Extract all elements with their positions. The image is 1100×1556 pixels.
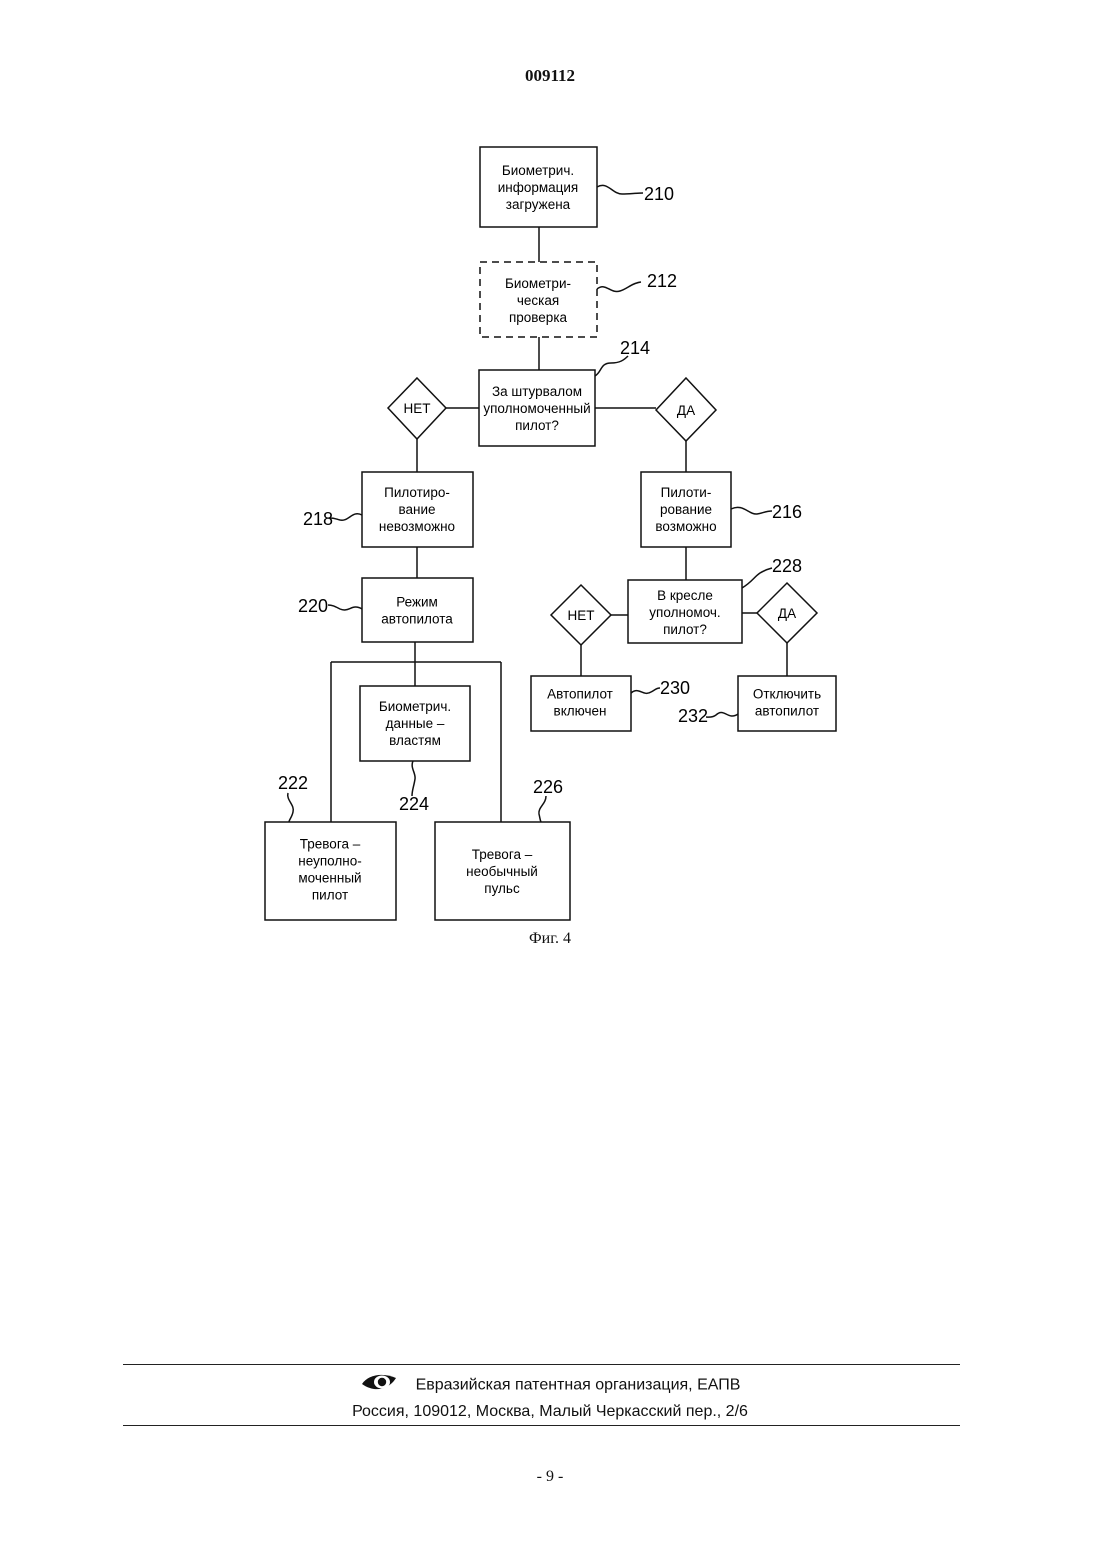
- decision-yes-2-label: ДА: [778, 606, 796, 621]
- leader-228: [742, 568, 772, 588]
- leader-216: [731, 507, 772, 514]
- footer-rule-top: [123, 1364, 960, 1365]
- box-222-text: Тревога – неуполно-моченный пилот: [298, 837, 361, 903]
- box-text-line: Биометрич.: [379, 699, 451, 714]
- box-text-line: Отключить: [753, 687, 821, 702]
- box-text-line: данные –: [386, 716, 445, 731]
- box-text-line: властям: [389, 733, 441, 748]
- eapo-eye-logo-icon: [360, 1372, 398, 1399]
- leader-230: [631, 688, 660, 693]
- box-text-line: Тревога –: [300, 837, 361, 852]
- box-228-text: В кресле уполномоч. пилот?: [649, 588, 720, 637]
- leader-224: [412, 761, 415, 796]
- box-232-text: Отключить автопилот: [753, 687, 821, 719]
- box-230-text: Автопилот включен: [547, 687, 613, 719]
- box-text-line: Пилоти-: [661, 485, 712, 500]
- flowchart-diagram: НЕТ ДА НЕТ ДА 210 212 214 216 218 220 22…: [0, 0, 1100, 960]
- box-214-text: За штурвалом уполномоченный пилот?: [483, 384, 590, 433]
- ref-216: 216: [772, 502, 802, 522]
- ref-218: 218: [303, 509, 333, 529]
- box-text-line: возможно: [655, 519, 716, 534]
- box-text-line: пилот?: [515, 418, 559, 433]
- ref-228: 228: [772, 556, 802, 576]
- decision-yes-1-label: ДА: [677, 403, 695, 418]
- box-text-line: Автопилот: [547, 687, 613, 702]
- leader-232: [706, 712, 738, 717]
- box-210-text: Биометрич. информация загружена: [498, 163, 579, 212]
- ref-224: 224: [399, 794, 429, 814]
- box-text-line: Пилотиро-: [384, 485, 450, 500]
- leader-222: [288, 793, 294, 822]
- box-text-line: моченный: [298, 871, 361, 886]
- leader-226: [539, 796, 546, 822]
- figure-caption: Фиг. 4: [0, 930, 1100, 948]
- box-text-line: пульс: [484, 881, 520, 896]
- box-text-line: Режим: [396, 595, 438, 610]
- ref-226: 226: [533, 777, 563, 797]
- organization-name: Евразийская патентная организация, ЕАПВ: [416, 1377, 741, 1394]
- organization-address: Россия, 109012, Москва, Малый Черкасский…: [0, 1403, 1100, 1421]
- ref-214: 214: [620, 338, 650, 358]
- box-text-line: ческая: [517, 293, 559, 308]
- leader-218: [330, 514, 362, 520]
- box-text-line: информация: [498, 180, 579, 195]
- box-224-text: Биометрич. данные – властям: [379, 699, 451, 748]
- footer-organization: Евразийская патентная организация, ЕАПВ: [0, 1372, 1100, 1399]
- leader-212: [597, 282, 641, 291]
- box-226-text: Тревога – необычный пульс: [466, 847, 538, 896]
- box-218-text: Пилотиро-вание невозможно: [379, 485, 455, 534]
- box-text-line: уполномоченный: [483, 401, 590, 416]
- box-text-line: рование: [660, 502, 712, 517]
- box-text-line: За штурвалом: [492, 384, 582, 399]
- ref-220: 220: [298, 596, 328, 616]
- box-text-line: уполномоч.: [649, 605, 720, 620]
- decision-no-1-label: НЕТ: [404, 401, 431, 416]
- box-220-text: Режим автопилота: [381, 595, 453, 627]
- box-text-line: вание: [398, 502, 435, 517]
- box-text-line: автопилота: [381, 612, 453, 627]
- box-text-line: включен: [554, 704, 607, 719]
- box-text-line: Биометрич.: [502, 163, 574, 178]
- box-text-line: пилот?: [663, 622, 707, 637]
- leader-220: [328, 605, 362, 610]
- box-text-line: проверка: [509, 310, 568, 325]
- ref-210: 210: [644, 184, 674, 204]
- box-text-line: Биометри-: [505, 276, 571, 291]
- box-text-line: неуполно-: [298, 854, 361, 869]
- box-text-line: автопилот: [755, 704, 819, 719]
- leader-214: [595, 356, 628, 376]
- ref-212: 212: [647, 271, 677, 291]
- ref-230: 230: [660, 678, 690, 698]
- box-text-line: В кресле: [657, 588, 713, 603]
- decision-no-2-label: НЕТ: [568, 608, 595, 623]
- footer-rule-bottom: [123, 1425, 960, 1426]
- box-216-text: Пилоти-рование возможно: [655, 485, 716, 534]
- box-text-line: Тревога –: [472, 847, 533, 862]
- box-text-line: необычный: [466, 864, 538, 879]
- leader-210: [597, 185, 643, 194]
- ref-232: 232: [678, 706, 708, 726]
- box-220: [362, 578, 473, 642]
- page-number: - 9 -: [0, 1468, 1100, 1486]
- box-212-text: Биометри-ческая проверка: [505, 276, 571, 325]
- box-text-line: пилот: [312, 888, 348, 903]
- box-text-line: невозможно: [379, 519, 455, 534]
- box-text-line: загружена: [506, 197, 571, 212]
- ref-222: 222: [278, 773, 308, 793]
